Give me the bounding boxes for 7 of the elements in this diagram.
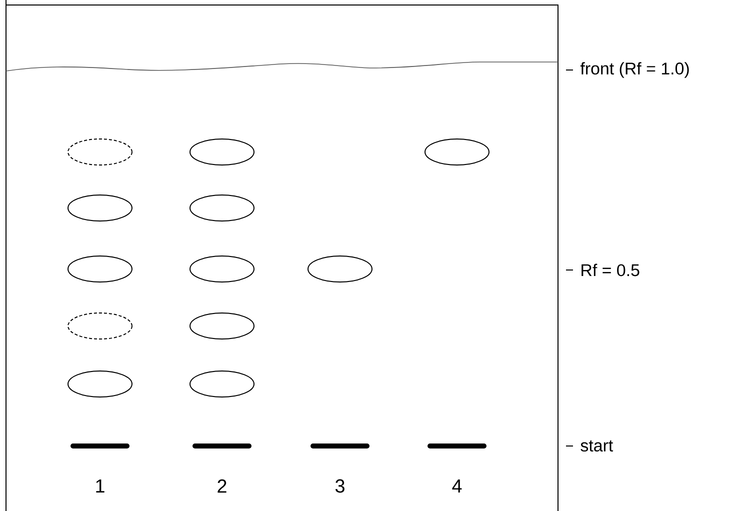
lane-number: 4 — [452, 479, 462, 492]
lane-number: 3 — [335, 479, 344, 493]
row-label: start — [580, 440, 614, 452]
row-label: Rf = 0.5 — [582, 264, 640, 276]
lane-number: 1 — [96, 479, 104, 492]
lane-number: 2 — [218, 479, 226, 493]
row-label: front (Rf = 1.0) — [580, 62, 689, 78]
